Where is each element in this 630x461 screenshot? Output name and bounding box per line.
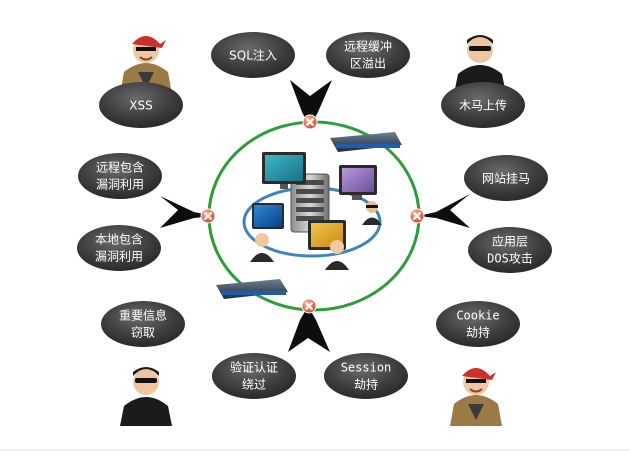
attack-label: 本地包含 <box>95 232 143 247</box>
attack-label: 验证认证 <box>230 360 278 375</box>
attack-label: XSS <box>129 99 152 113</box>
blocked-x-icon <box>200 208 216 224</box>
attack-oval-trojan-upload: 木马上传 <box>441 82 525 128</box>
attack-oval-sql-injection: SQL注入 <box>211 32 295 78</box>
attack-label: 绕过 <box>242 378 266 392</box>
attack-oval-web-defacement: 网站挂马 <box>464 155 548 201</box>
attack-oval-info-theft: 重要信息 窃取 <box>101 301 185 347</box>
attack-label: 应用层 <box>492 234 528 249</box>
network-switch-icon <box>330 132 402 152</box>
attack-label: 网站挂马 <box>482 172 530 186</box>
attack-arrow-left <box>160 196 212 228</box>
attack-oval-session-hijack: Session 劫持 <box>324 353 408 399</box>
attack-label: 劫持 <box>354 377 378 392</box>
attack-label: Session <box>341 361 392 375</box>
attack-label: 漏洞利用 <box>95 250 143 264</box>
blocked-x-icon <box>409 208 425 224</box>
hacker-sunglasses-icon <box>120 367 172 426</box>
attack-label: 漏洞利用 <box>96 178 144 192</box>
attack-label: Cookie <box>456 309 499 323</box>
user-icon <box>325 240 349 270</box>
monitor-icon <box>339 165 377 200</box>
attack-label: 重要信息 <box>119 308 167 323</box>
attack-label: SQL注入 <box>229 48 277 63</box>
attack-arrow-top <box>290 80 332 128</box>
attack-arrow-right <box>418 194 470 228</box>
attack-label: 窃取 <box>131 325 155 340</box>
monitor-icon <box>252 203 284 229</box>
attack-label: 远程缓冲 <box>344 39 392 54</box>
network-switch-icon <box>216 279 288 299</box>
attack-oval-cookie-hijack: Cookie 劫持 <box>436 301 520 347</box>
attack-oval-auth-bypass: 验证认证 绕过 <box>212 353 296 399</box>
attack-oval-app-dos: 应用层 DOS攻击 <box>468 227 552 273</box>
attack-label: 劫持 <box>466 325 490 340</box>
blocked-x-icon <box>302 114 318 130</box>
user-icon <box>362 201 382 225</box>
attack-oval-xss: XSS <box>99 82 183 128</box>
monitor-icon <box>262 152 306 189</box>
attack-label: DOS攻击 <box>487 252 533 266</box>
hacker-pirate-icon <box>450 368 502 426</box>
attack-arrow-bottom <box>288 306 330 352</box>
blocked-x-icon <box>301 298 317 314</box>
attack-oval-remote-include: 远程包含 漏洞利用 <box>78 153 162 199</box>
attack-oval-local-include: 本地包含 漏洞利用 <box>77 225 161 271</box>
attack-label: 木马上传 <box>459 98 507 113</box>
attack-label: 区溢出 <box>350 57 386 71</box>
attack-oval-buffer-overflow: 远程缓冲 区溢出 <box>326 32 410 78</box>
user-icon <box>250 233 274 262</box>
attack-label: 远程包含 <box>96 160 144 175</box>
